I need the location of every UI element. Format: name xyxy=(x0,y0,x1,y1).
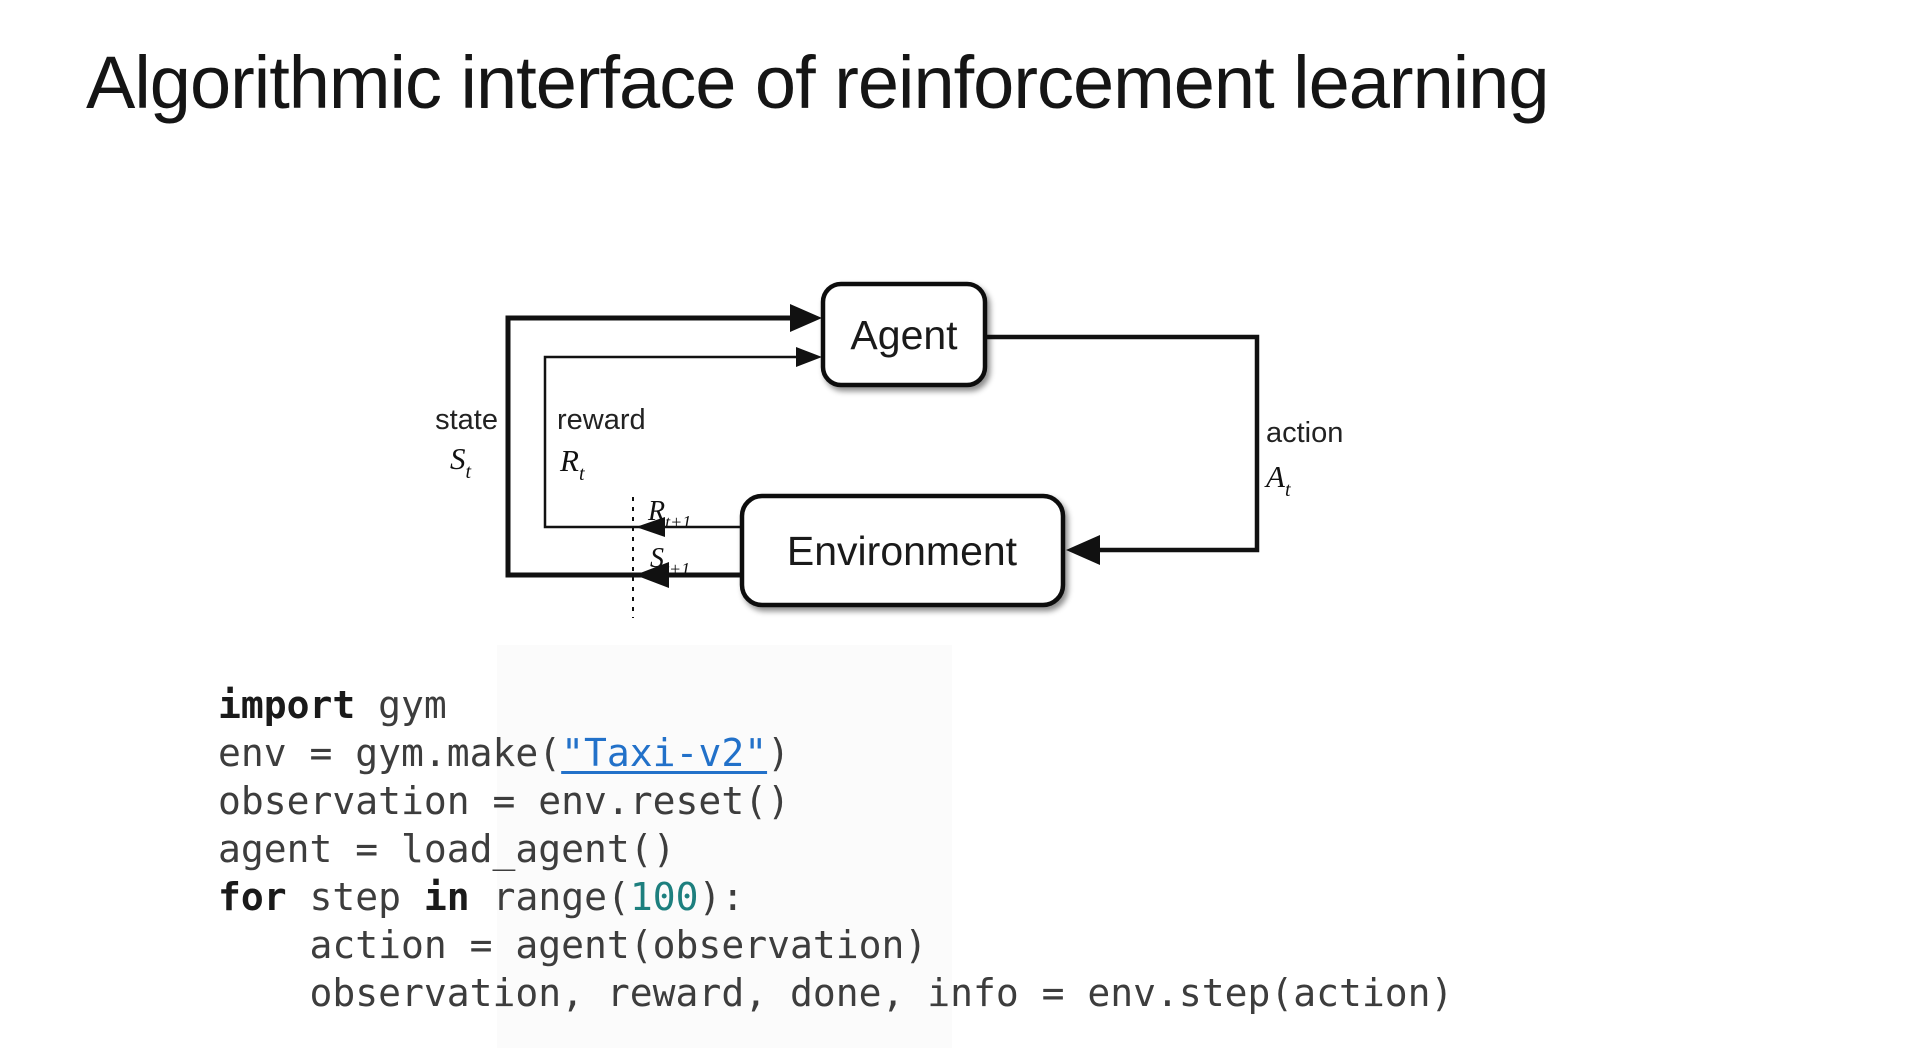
next-reward-symbol: Rt+1 xyxy=(647,496,691,532)
code-line: observation, reward, done, info = env.st… xyxy=(218,969,1454,1017)
state-loop-line xyxy=(505,315,796,578)
environment-box-label: Environment xyxy=(787,528,1018,574)
code-text: agent = load_agent() xyxy=(218,827,676,871)
code-text: gym xyxy=(355,683,447,727)
code-line: observation = env.reset() xyxy=(218,777,1453,825)
action-symbol: At xyxy=(1264,459,1291,501)
code-text: ) xyxy=(767,731,790,775)
code-text: ): xyxy=(698,875,745,919)
next-state-arrowhead xyxy=(635,562,669,588)
reward-into-agent-arrowhead xyxy=(796,347,822,367)
code-line: for step in range(100): xyxy=(218,873,1453,921)
state-into-agent-arrowhead xyxy=(790,304,822,332)
code-line: import gym xyxy=(218,681,1453,729)
code-text: 100 xyxy=(629,875,699,919)
next-state-symbol: St+1 xyxy=(650,543,690,579)
code-text: for xyxy=(218,875,287,919)
code-text: observation, reward, done, info = env.st… xyxy=(218,971,1454,1015)
rl-diagram-svg: Agent Environment state St reward Rt act… xyxy=(435,281,1343,618)
state-symbol: St xyxy=(450,441,472,483)
rl-diagram: Agent Environment state St reward Rt act… xyxy=(400,225,1400,655)
code-text: step xyxy=(286,875,424,919)
action-loop-line xyxy=(985,334,1260,553)
reward-symbol: Rt xyxy=(559,443,585,485)
code-text: range( xyxy=(469,875,630,919)
code-text: observation = env.reset() xyxy=(218,779,790,823)
code-text: import xyxy=(218,683,356,727)
code-line: action = agent(observation) xyxy=(218,921,1453,969)
code-text: action = agent(observation) xyxy=(218,923,928,967)
agent-box-label: Agent xyxy=(850,312,958,358)
code-line: env = gym.make("Taxi-v2") xyxy=(218,729,1453,777)
state-label: state xyxy=(435,404,498,436)
next-reward-arrowhead xyxy=(636,517,665,537)
page-title: Algorithmic interface of reinforcement l… xyxy=(86,41,1549,124)
code-backdrop xyxy=(497,645,952,1048)
code-text: in xyxy=(423,875,470,919)
action-label: action xyxy=(1266,417,1343,449)
action-into-environment-arrowhead xyxy=(1066,535,1100,565)
code-line: agent = load_agent() xyxy=(218,825,1453,873)
agent-box xyxy=(820,281,988,388)
environment-box xyxy=(739,493,1066,608)
code-text: env = gym.make( xyxy=(218,731,562,775)
taxi-v2-link[interactable]: "Taxi-v2" xyxy=(561,731,768,775)
reward-label: reward xyxy=(557,404,646,436)
